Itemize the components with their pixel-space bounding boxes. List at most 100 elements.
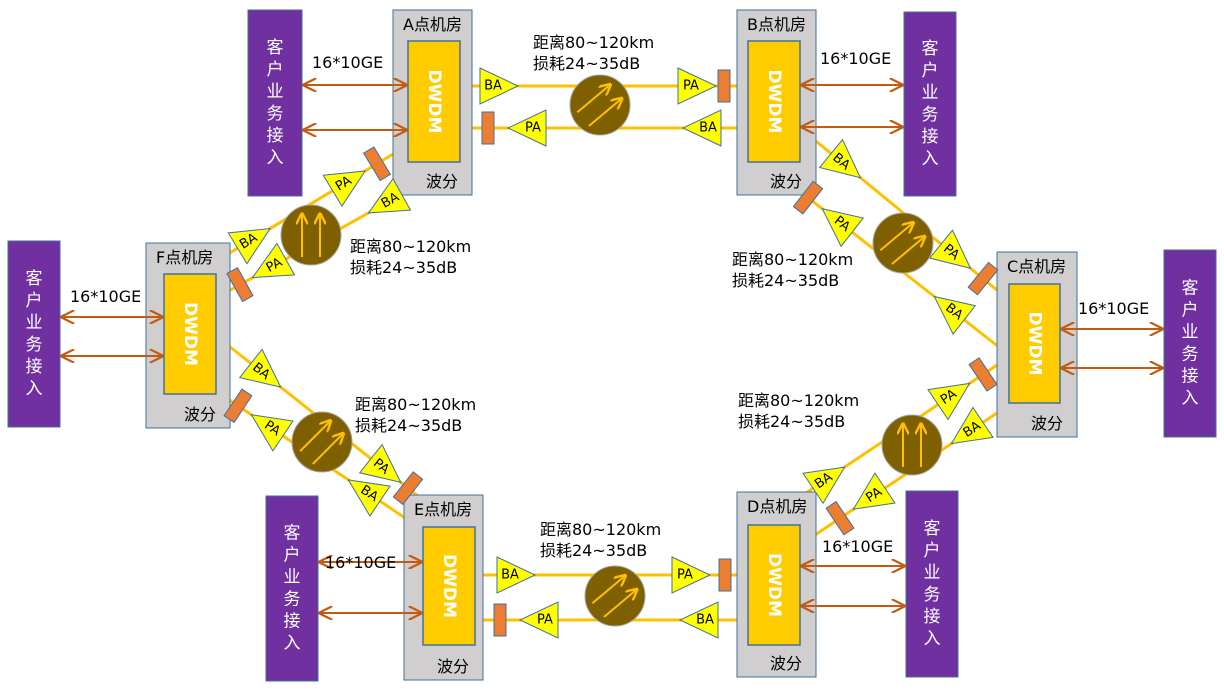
fiber-span-icon — [584, 565, 646, 627]
client-label-char: 入 — [922, 149, 939, 169]
amplifier-triangle-icon — [802, 466, 846, 505]
wave-division-label: 波分 — [1031, 414, 1063, 433]
fiber-span-circle — [881, 414, 943, 476]
dwdm-unit[interactable] — [407, 40, 461, 163]
fiber-span-icon — [280, 204, 342, 266]
amplifier-label: PA — [264, 255, 285, 276]
amplifier-triangle-icon — [251, 242, 296, 279]
client-box[interactable] — [247, 9, 303, 197]
amplifier-triangle-icon — [250, 414, 294, 452]
amplifier-triangle-icon — [322, 170, 367, 208]
booster-amplifier: BA — [496, 556, 537, 594]
client-label-char: 户 — [284, 546, 301, 566]
client-box[interactable] — [903, 11, 957, 197]
room-title: E点机房 — [414, 500, 472, 519]
client-label-char: 务 — [1182, 345, 1199, 365]
client-label-char: 业 — [267, 82, 284, 102]
booster-amplifier: BA — [802, 466, 846, 505]
amplifier-triangle-icon — [927, 382, 971, 421]
amplifier-label: PA — [677, 568, 693, 583]
wave-division-label: 波分 — [770, 654, 802, 673]
booster-amplifier: BA — [227, 227, 272, 265]
amplifier-triangle-icon — [347, 479, 391, 517]
dwdm-unit[interactable] — [747, 40, 801, 163]
client-label-char: 务 — [26, 335, 43, 355]
dwdm-unit[interactable] — [747, 524, 801, 646]
client-label-char: 接 — [284, 612, 301, 632]
pre-amplifier: PA — [506, 109, 547, 147]
attenuator-block — [825, 500, 855, 536]
client-label-char: 户 — [267, 60, 284, 80]
client-label-char: 接 — [1182, 367, 1199, 387]
span-distance-label: 距离80~120km — [732, 250, 853, 269]
pre-amplifier: PA — [927, 382, 971, 421]
amplifier-label: BA — [699, 121, 717, 136]
dwdm-unit[interactable] — [163, 273, 217, 395]
amplifier-label: PA — [333, 173, 354, 194]
attenuator-block — [967, 261, 999, 296]
dwdm-unit[interactable] — [1008, 283, 1061, 404]
client-label-char: 客 — [284, 524, 301, 544]
booster-amplifier: BA — [347, 479, 391, 517]
arrow-icon — [891, 237, 924, 265]
dwdm-label: DWDM — [1025, 312, 1045, 376]
client-label-char: 入 — [924, 629, 941, 649]
client-box[interactable] — [905, 490, 959, 678]
client-label-char: 务 — [267, 104, 284, 124]
wave-division-label: 波分 — [437, 657, 469, 676]
amplifier-triangle-icon — [518, 601, 559, 639]
room-title: F点机房 — [156, 248, 213, 267]
client-label-char: 接 — [267, 126, 284, 146]
dwdm-unit[interactable] — [422, 526, 476, 646]
client-box[interactable] — [265, 495, 319, 682]
amplifier-label: PA — [863, 485, 885, 506]
booster-amplifier: BA — [479, 67, 520, 105]
rate-label: 16*10GE — [70, 287, 141, 306]
booster-amplifier: BA — [933, 295, 977, 335]
amplifier-label: PA — [537, 613, 553, 628]
client-label-char: 客 — [1182, 279, 1199, 299]
attenuator-block — [493, 603, 507, 637]
amplifier-triangle-icon — [496, 556, 537, 594]
client-label-char: 户 — [922, 61, 939, 81]
client-label-char: 业 — [26, 313, 43, 333]
amplifier-triangle-icon — [677, 67, 718, 105]
amplifier-label: BA — [484, 79, 502, 94]
client-label-char: 入 — [267, 148, 284, 168]
attenuator-block — [226, 267, 254, 303]
amplifier-label: PA — [261, 418, 283, 439]
attenuator-block — [718, 558, 732, 592]
amplifier-label: PA — [525, 121, 541, 136]
client-box[interactable] — [1163, 249, 1217, 438]
pre-amplifier: PA — [852, 472, 896, 510]
attenuator-block — [792, 180, 824, 215]
pre-amplifier: PA — [671, 556, 712, 594]
client-label-char: 客 — [267, 38, 284, 58]
attenuator-block — [223, 388, 253, 424]
pre-amplifier: PA — [250, 414, 294, 452]
client-box[interactable] — [7, 240, 61, 428]
amplifier-triangle-icon — [852, 472, 896, 510]
room-title: D点机房 — [747, 497, 807, 516]
wave-division-label: 波分 — [426, 172, 458, 191]
fiber-span-icon — [569, 74, 631, 136]
client-label-char: 户 — [1182, 301, 1199, 321]
arrow-icon — [576, 85, 609, 114]
attenuator-block — [717, 69, 731, 103]
arrow-icon — [879, 223, 912, 252]
client-label-char: 接 — [924, 607, 941, 627]
amplifier-triangle-icon — [818, 138, 862, 179]
